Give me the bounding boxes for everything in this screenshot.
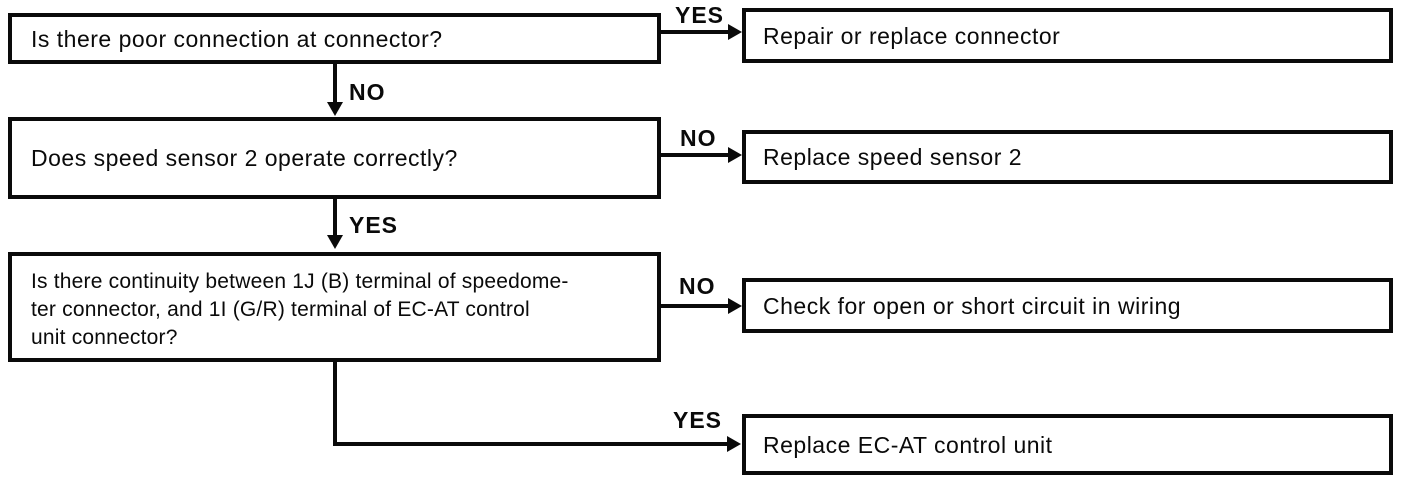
- connector-line-q1-yes: [660, 30, 730, 34]
- action-box-4: Replace EC-AT control unit: [742, 414, 1393, 475]
- connector-line-q3-no: [660, 304, 730, 308]
- action-box-3: Check for open or short circuit in wirin…: [742, 278, 1393, 333]
- edge-label-q3-no: NO: [679, 273, 716, 299]
- question-2-text: Does speed sensor 2 operate correctly?: [31, 145, 458, 171]
- question-box-1: Is there poor connection at connector?: [8, 13, 661, 64]
- arrowhead-right-icon: [728, 298, 742, 314]
- connector-line-q1-no: [333, 64, 337, 104]
- edge-label-q1-yes: YES: [675, 2, 725, 28]
- connector-line-q2-no: [660, 153, 730, 157]
- arrowhead-right-icon: [728, 147, 742, 163]
- action-box-2: Replace speed sensor 2: [742, 130, 1393, 184]
- edge-label-q3-yes: YES: [673, 407, 723, 433]
- connector-line-q3-yes-horizontal: [333, 442, 729, 446]
- connector-line-q2-yes: [333, 199, 337, 236]
- action-1-text: Repair or replace connector: [763, 22, 1061, 49]
- arrowhead-right-icon: [728, 24, 742, 40]
- edge-label-q1-no: NO: [349, 79, 386, 105]
- action-2-text: Replace speed sensor 2: [763, 144, 1023, 170]
- action-4-text: Replace EC-AT control unit: [763, 431, 1053, 458]
- arrowhead-down-icon: [327, 235, 343, 249]
- edge-label-q2-yes: YES: [349, 212, 399, 238]
- question-box-3: Is there continuity between 1J (B) termi…: [8, 252, 661, 362]
- arrowhead-down-icon: [327, 102, 343, 116]
- question-box-2: Does speed sensor 2 operate correctly?: [8, 117, 661, 199]
- edge-label-q2-no: NO: [680, 125, 717, 151]
- question-3-text: Is there continuity between 1J (B) termi…: [31, 270, 569, 349]
- arrowhead-right-icon: [727, 436, 741, 452]
- action-box-1: Repair or replace connector: [742, 8, 1393, 63]
- action-3-text: Check for open or short circuit in wirin…: [763, 292, 1182, 319]
- connector-line-q3-yes-vertical: [333, 362, 337, 446]
- question-1-text: Is there poor connection at connector?: [31, 25, 443, 52]
